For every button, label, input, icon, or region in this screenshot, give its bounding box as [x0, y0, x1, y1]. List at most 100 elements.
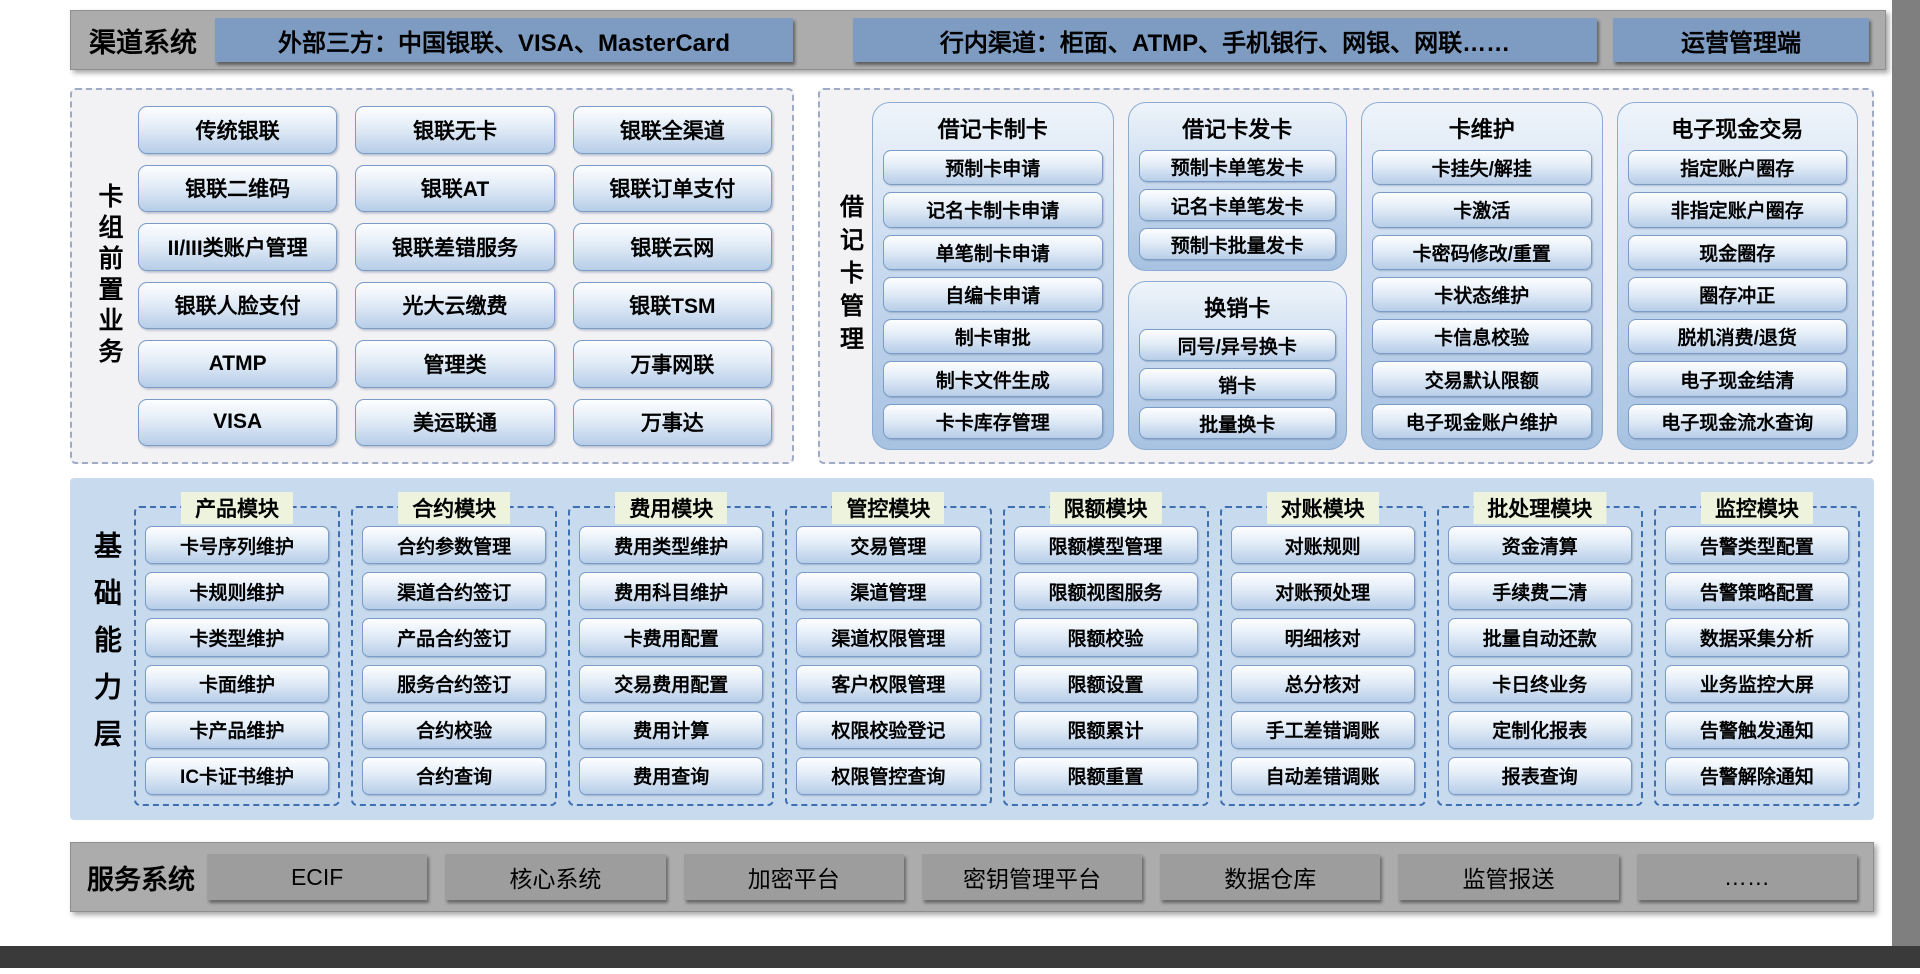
module-item-button[interactable]: 费用计算	[579, 710, 764, 749]
card-front-item-button[interactable]: 万事网联	[572, 340, 772, 388]
module-item-button[interactable]: 交易费用配置	[579, 664, 764, 703]
card-front-item-button[interactable]: 银联云网	[572, 223, 772, 271]
debit-item-button[interactable]: 卡信息校验	[1372, 319, 1592, 355]
module-item-button[interactable]: 告警策略配置	[1664, 572, 1849, 611]
module-item-button[interactable]: 批量自动还款	[1447, 618, 1632, 657]
module-item-button[interactable]: 合约校验	[362, 710, 547, 749]
debit-item-button[interactable]: 单笔制卡申请	[883, 234, 1103, 270]
debit-item-button[interactable]: 卡状态维护	[1372, 276, 1592, 313]
debit-item-button[interactable]: 记名卡单笔发卡	[1138, 189, 1336, 221]
service-system-button[interactable]: 监管报送	[1398, 854, 1619, 900]
module-item-button[interactable]: 明细核对	[1230, 618, 1415, 657]
module-item-button[interactable]: 告警类型配置	[1664, 526, 1849, 565]
service-system-button[interactable]: ……	[1636, 854, 1857, 900]
external-third-party-button[interactable]: 外部三方：中国银联、VISA、MasterCard	[215, 18, 793, 62]
module-item-button[interactable]: 服务合约签订	[362, 664, 547, 703]
debit-item-button[interactable]: 卡密码修改/重置	[1372, 234, 1592, 270]
debit-item-button[interactable]: 预制卡单笔发卡	[1138, 150, 1336, 182]
debit-item-button[interactable]: 卡挂失/解挂	[1372, 150, 1592, 186]
service-system-button[interactable]: 加密平台	[683, 854, 904, 900]
module-item-button[interactable]: 卡类型维护	[145, 618, 330, 657]
module-item-button[interactable]: 报表查询	[1447, 756, 1632, 796]
debit-item-button[interactable]: 脱机消费/退货	[1627, 319, 1847, 355]
debit-item-button[interactable]: 指定账户圈存	[1627, 150, 1847, 186]
module-item-button[interactable]: 定制化报表	[1447, 710, 1632, 749]
card-front-item-button[interactable]: 管理类	[355, 340, 555, 388]
module-item-button[interactable]: 卡费用配置	[579, 618, 764, 657]
module-item-button[interactable]: 渠道合约签订	[362, 572, 547, 611]
module-item-button[interactable]: 告警触发通知	[1664, 710, 1849, 749]
module-item-button[interactable]: 客户权限管理	[796, 664, 981, 703]
module-item-button[interactable]: 告警解除通知	[1664, 756, 1849, 796]
debit-item-button[interactable]: 制卡文件生成	[883, 361, 1103, 397]
debit-item-button[interactable]: 卡卡库存管理	[883, 403, 1103, 439]
module-item-button[interactable]: 手续费二清	[1447, 572, 1632, 611]
card-front-item-button[interactable]: 银联AT	[355, 164, 555, 212]
module-item-button[interactable]: 对账预处理	[1230, 572, 1415, 611]
module-item-button[interactable]: 手工差错调账	[1230, 710, 1415, 749]
debit-item-button[interactable]: 预制卡批量发卡	[1138, 228, 1336, 260]
debit-item-button[interactable]: 记名卡制卡申请	[883, 192, 1103, 228]
card-front-item-button[interactable]: 银联人脸支付	[138, 281, 338, 329]
module-item-button[interactable]: 数据采集分析	[1664, 618, 1849, 657]
card-front-item-button[interactable]: 美运联通	[355, 398, 555, 446]
card-front-item-button[interactable]: 万事达	[572, 398, 772, 446]
module-item-button[interactable]: 卡日终业务	[1447, 664, 1632, 703]
card-front-item-button[interactable]: 银联二维码	[138, 164, 338, 212]
card-front-item-button[interactable]: 光大云缴费	[355, 281, 555, 329]
debit-item-button[interactable]: 交易默认限额	[1372, 361, 1592, 397]
module-item-button[interactable]: 卡规则维护	[145, 572, 330, 611]
module-item-button[interactable]: 交易管理	[796, 526, 981, 565]
debit-item-button[interactable]: 同号/异号换卡	[1138, 329, 1336, 361]
service-system-button[interactable]: 密钥管理平台	[921, 854, 1143, 900]
module-item-button[interactable]: 产品合约签订	[362, 618, 547, 657]
module-item-button[interactable]: 对账规则	[1230, 526, 1415, 565]
card-front-item-button[interactable]: 传统银联	[138, 106, 338, 154]
debit-item-button[interactable]: 自编卡申请	[883, 276, 1103, 313]
module-item-button[interactable]: 限额重置	[1013, 756, 1198, 796]
module-item-button[interactable]: 费用类型维护	[579, 526, 764, 565]
module-item-button[interactable]: 总分核对	[1230, 664, 1415, 703]
module-item-button[interactable]: 费用科目维护	[579, 572, 764, 611]
module-item-button[interactable]: 业务监控大屏	[1664, 664, 1849, 703]
module-item-button[interactable]: 费用查询	[579, 756, 764, 796]
card-front-item-button[interactable]: 银联无卡	[355, 106, 555, 154]
debit-item-button[interactable]: 卡激活	[1372, 192, 1592, 228]
debit-item-button[interactable]: 电子现金结清	[1627, 361, 1847, 397]
module-item-button[interactable]: IC卡证书维护	[145, 756, 330, 796]
card-front-item-button[interactable]: 银联TSM	[572, 281, 772, 329]
card-front-item-button[interactable]: ATMP	[138, 340, 338, 388]
module-item-button[interactable]: 自动差错调账	[1230, 756, 1415, 796]
module-item-button[interactable]: 限额视图服务	[1013, 572, 1198, 611]
module-item-button[interactable]: 合约参数管理	[362, 526, 547, 565]
module-item-button[interactable]: 资金清算	[1447, 526, 1632, 565]
module-item-button[interactable]: 渠道管理	[796, 572, 981, 611]
service-system-button[interactable]: 核心系统	[445, 854, 666, 900]
card-front-item-button[interactable]: 银联订单支付	[572, 164, 772, 212]
debit-item-button[interactable]: 电子现金账户维护	[1372, 403, 1592, 439]
module-item-button[interactable]: 合约查询	[362, 756, 547, 796]
module-item-button[interactable]: 卡面维护	[145, 664, 330, 703]
module-item-button[interactable]: 卡号序列维护	[145, 526, 330, 565]
module-item-button[interactable]: 卡产品维护	[145, 710, 330, 749]
module-item-button[interactable]: 限额模型管理	[1013, 526, 1198, 565]
card-front-item-button[interactable]: II/III类账户管理	[138, 223, 338, 271]
operations-management-button[interactable]: 运营管理端	[1613, 18, 1869, 62]
module-item-button[interactable]: 权限管控查询	[796, 756, 981, 796]
card-front-item-button[interactable]: 银联全渠道	[572, 106, 772, 154]
debit-item-button[interactable]: 圈存冲正	[1627, 276, 1847, 313]
module-item-button[interactable]: 权限校验登记	[796, 710, 981, 749]
card-front-item-button[interactable]: 银联差错服务	[355, 223, 555, 271]
debit-item-button[interactable]: 电子现金流水查询	[1627, 403, 1847, 439]
service-system-button[interactable]: ECIF	[207, 854, 428, 900]
debit-item-button[interactable]: 批量换卡	[1138, 407, 1336, 439]
debit-item-button[interactable]: 销卡	[1138, 368, 1336, 400]
inbank-channels-button[interactable]: 行内渠道：柜面、ATMP、手机银行、网银、网联……	[853, 18, 1597, 62]
module-item-button[interactable]: 限额累计	[1013, 710, 1198, 749]
debit-item-button[interactable]: 预制卡申请	[883, 150, 1103, 186]
module-item-button[interactable]: 渠道权限管理	[796, 618, 981, 657]
module-item-button[interactable]: 限额设置	[1013, 664, 1198, 703]
module-item-button[interactable]: 限额校验	[1013, 618, 1198, 657]
debit-item-button[interactable]: 制卡审批	[883, 319, 1103, 355]
debit-item-button[interactable]: 现金圈存	[1627, 234, 1847, 270]
